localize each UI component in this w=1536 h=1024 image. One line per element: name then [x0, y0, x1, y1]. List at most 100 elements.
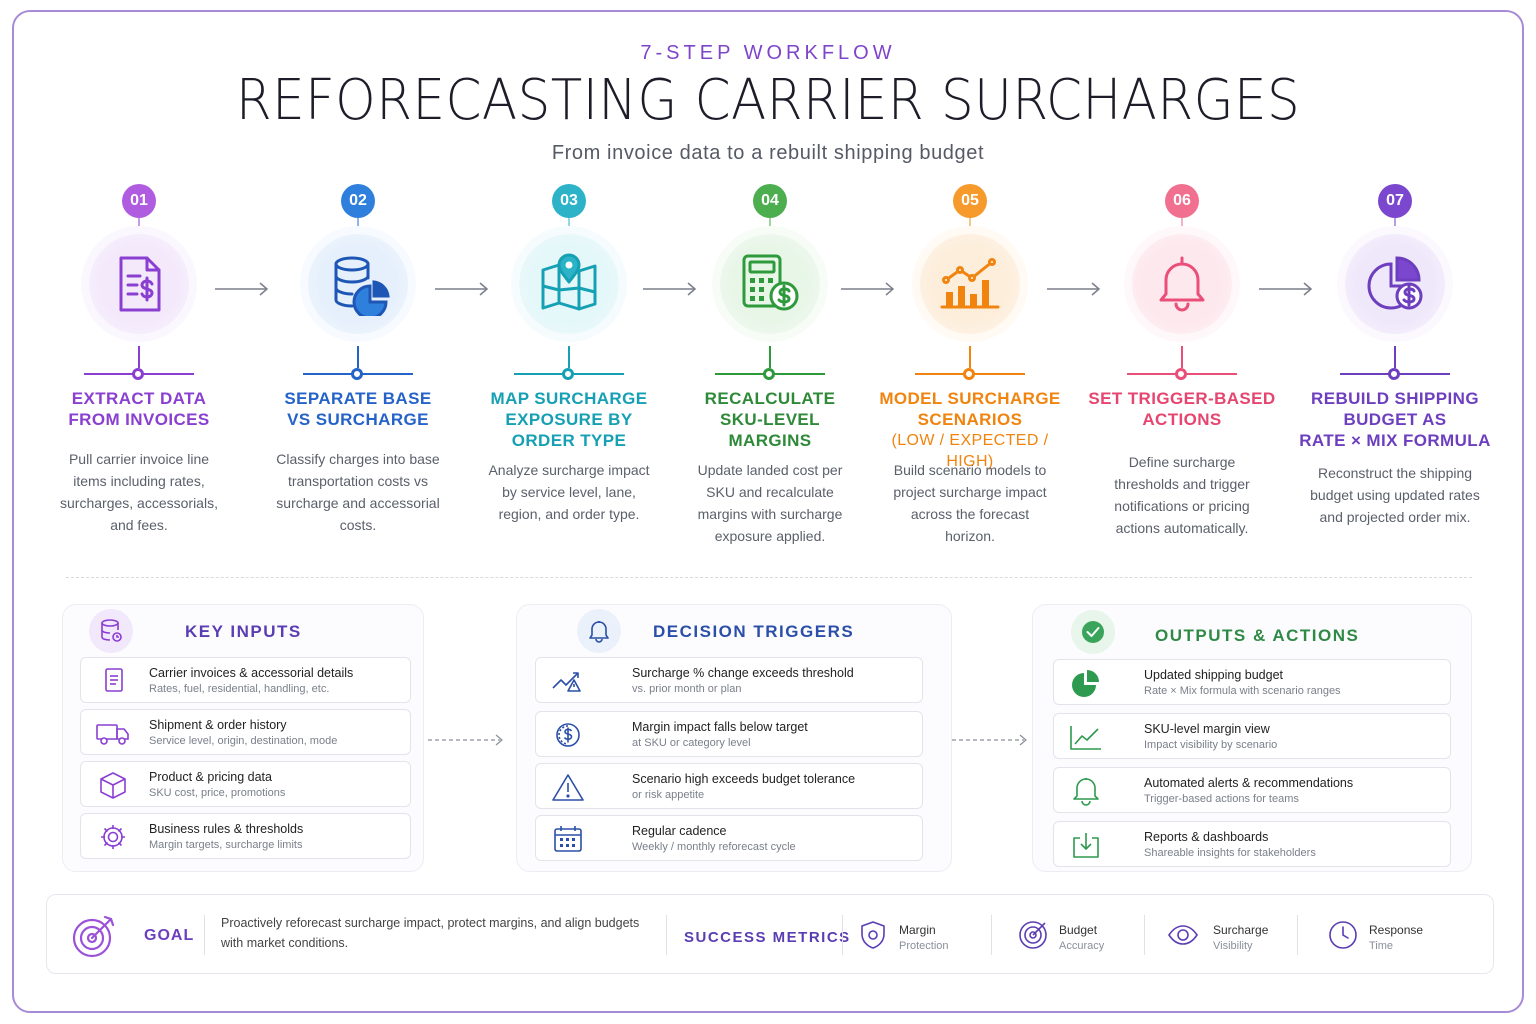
shield-icon	[861, 921, 885, 949]
connector-dot	[1175, 368, 1187, 380]
list-item-subtitle: Rates, fuel, residential, handling, etc.	[149, 683, 330, 695]
goal-bar: GOAL Proactively reforecast surcharge im…	[46, 894, 1494, 974]
connector	[1181, 218, 1183, 234]
arrow-right-icon	[1259, 282, 1313, 296]
check-circle-icon	[1071, 610, 1115, 654]
warning-icon	[552, 774, 584, 801]
step-title-line: RATE × MIX FORMULA	[1299, 431, 1491, 450]
list-item-subtitle: Impact visibility by scenario	[1144, 739, 1278, 751]
list-item-title: Carrier invoices & accessorial details	[149, 666, 354, 680]
page-subtitle: From invoice data to a rebuilt shipping …	[551, 142, 985, 164]
step-icon-circle	[1345, 234, 1445, 334]
separator	[1144, 915, 1145, 955]
goal-label: GOAL	[144, 927, 195, 944]
connector-dot	[351, 368, 363, 380]
list-item: Business rules & thresholds Margin targe…	[80, 813, 411, 859]
connector	[568, 218, 570, 234]
step-description: Build scenario models to project surchar…	[893, 462, 1047, 544]
step-title-line: SET TRIGGER-BASED	[1088, 389, 1276, 408]
metric-subtitle: Time	[1369, 940, 1394, 952]
list-item-subtitle: Trigger-based actions for teams	[1144, 793, 1299, 805]
list-item: Shipment & order history Service level, …	[80, 709, 411, 755]
step-description: Pull carrier invoice line items includin…	[60, 451, 218, 533]
list-item-subtitle: Service level, origin, destination, mode	[149, 735, 338, 747]
target-arrow-icon	[72, 915, 115, 958]
truck-icon	[96, 724, 129, 745]
list-item-subtitle: or risk appetite	[632, 789, 705, 801]
list-item-subtitle: at SKU or category level	[632, 737, 751, 749]
list-item-title: Updated shipping budget	[1144, 668, 1284, 682]
step-title-line: RECALCULATE	[704, 389, 836, 408]
step-description: Update landed cost per SKU and recalcula…	[697, 462, 843, 544]
step-title: SEPARATE BASE VS SURCHARGE	[258, 388, 458, 430]
list-item: Scenario high exceeds budget tolerance o…	[535, 763, 923, 809]
eye-icon	[1168, 925, 1198, 945]
connector-dot	[1388, 368, 1400, 380]
bar-trend-chart-icon	[940, 258, 1000, 309]
separator	[666, 915, 667, 955]
list-item: Regular cadence Weekly / monthly reforec…	[535, 815, 923, 861]
database-icon	[89, 609, 133, 653]
connector	[357, 346, 359, 368]
step-number-badge: 02	[341, 184, 375, 218]
list-item-subtitle: SKU cost, price, promotions	[149, 787, 286, 799]
step-description: Classify charges into base transportatio…	[276, 451, 440, 533]
list-item-title: Shipment & order history	[149, 718, 287, 732]
panel-title: OUTPUTS & ACTIONS	[1155, 626, 1360, 645]
map-pin-icon	[541, 253, 597, 311]
outputs-actions-panel: OUTPUTS & ACTIONS Updated shipping budge…	[1032, 604, 1472, 872]
connector-dot	[763, 368, 775, 380]
goal-text: Proactively reforecast surcharge impact,…	[221, 916, 640, 950]
panel-title: KEY INPUTS	[185, 622, 302, 641]
download-icon	[1073, 833, 1099, 858]
connector-dot	[963, 368, 975, 380]
list-item-subtitle: Rate × Mix formula with scenario ranges	[1144, 685, 1341, 697]
dashed-arrow-icon	[952, 734, 1027, 746]
list-item-title: SKU-level margin view	[1144, 722, 1270, 736]
separator	[842, 915, 843, 955]
step-title-line: SKU-LEVEL	[720, 410, 820, 429]
database-pie-icon	[334, 256, 390, 316]
clock-icon	[1329, 921, 1357, 949]
list-item-title: Product & pricing data	[149, 770, 272, 784]
step-title-line: ORDER TYPE	[511, 431, 627, 450]
list-item-title: Margin impact falls below target	[632, 720, 808, 734]
list-item: Carrier invoices & accessorial details R…	[80, 657, 411, 703]
step-title: RECALCULATE SKU-LEVEL MARGINS	[670, 388, 870, 451]
line-chart-icon	[1070, 726, 1101, 750]
list-item-title: Regular cadence	[632, 824, 727, 838]
step-number-badge: 07	[1378, 184, 1412, 218]
metric-name: Surcharge	[1213, 923, 1269, 937]
kicker: 7-STEP WORKFLOW	[640, 42, 896, 64]
metric-subtitle: Protection	[899, 940, 949, 952]
step-title-line: EXPOSURE BY	[505, 410, 633, 429]
step-number-badge: 04	[753, 184, 787, 218]
connector	[357, 218, 359, 234]
connector	[1394, 218, 1396, 234]
key-inputs-panel: KEY INPUTS Carrier invoices & accessoria…	[62, 604, 424, 872]
step-description: Define surcharge thresholds and trigger …	[1114, 454, 1250, 536]
step-icon-circle	[308, 234, 408, 334]
bell-icon	[577, 609, 621, 653]
metric-name: Budget	[1059, 923, 1098, 937]
target-icon	[1019, 921, 1047, 949]
step-icon-circle	[1132, 234, 1232, 334]
dollar-coin-icon	[556, 723, 580, 747]
connector	[138, 346, 140, 368]
connector	[1181, 346, 1183, 368]
connector-dot	[562, 368, 574, 380]
step-title-line: MARGINS	[728, 431, 812, 450]
step-title-line: MAP SURCHARGE	[490, 389, 648, 408]
metric-subtitle: Accuracy	[1059, 940, 1105, 952]
gear-icon	[101, 825, 125, 849]
step-icon-circle	[519, 234, 619, 334]
step-title-line: VS SURCHARGE	[287, 410, 429, 429]
success-metrics-label: SUCCESS METRICS	[684, 929, 851, 946]
connector	[769, 346, 771, 368]
pie-chart-icon	[1072, 670, 1099, 697]
pie-dollar-icon	[1367, 256, 1423, 310]
invoice-dollar-icon	[119, 256, 161, 312]
step-number-badge: 05	[953, 184, 987, 218]
step-icon-circle	[920, 234, 1020, 334]
step-title-line: (LOW / EXPECTED / HIGH)	[891, 432, 1049, 470]
